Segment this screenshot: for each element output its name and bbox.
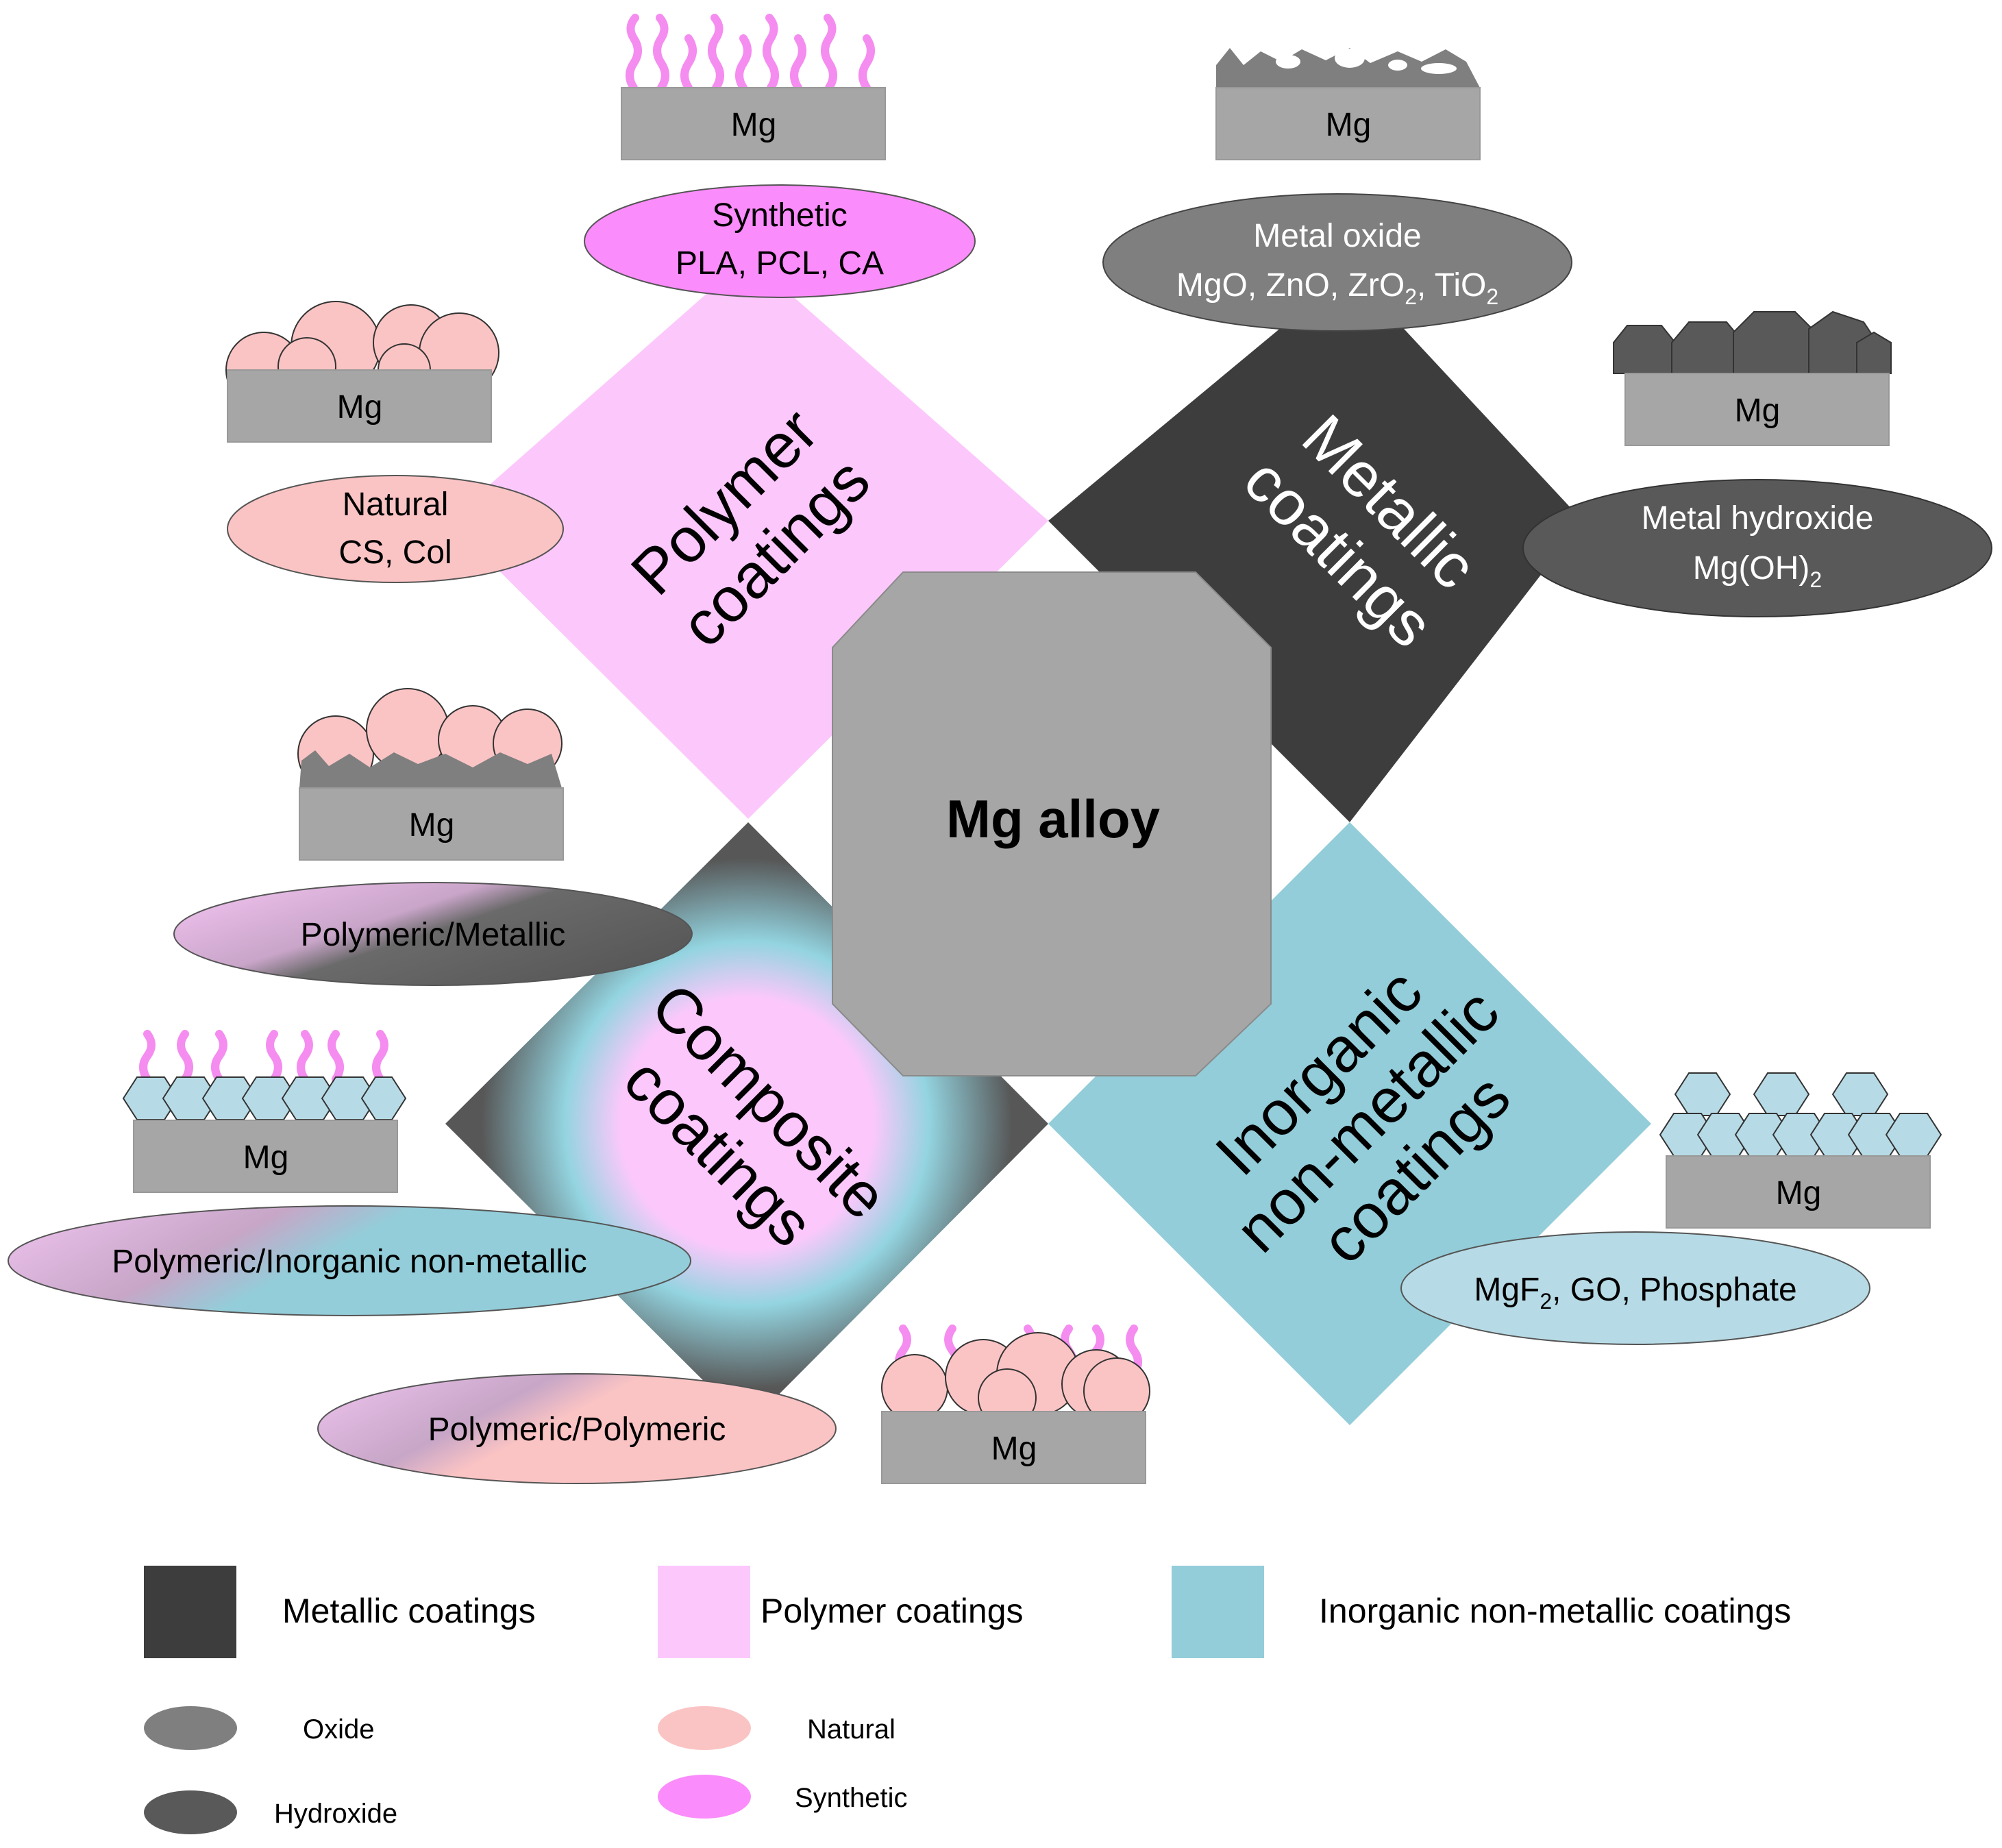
synthetic-title: Synthetic [712, 197, 847, 234]
inorganic-examples-ellipse: MgF2, GO, Phosphate [1400, 1231, 1870, 1345]
poly-inorganic-label: Polymeric/Inorganic non-metallic [112, 1244, 587, 1280]
metallic-diamond [1048, 271, 1583, 822]
substrate-label: Mg [409, 807, 455, 843]
natural-particle-icon [297, 688, 563, 792]
legend-swatch-polymer [658, 1566, 750, 1658]
natural-title: Natural [343, 486, 449, 523]
legend-item-synthetic: Synthetic [658, 1775, 908, 1819]
legend-swatch-metallic [144, 1566, 236, 1658]
legend: Metallic coatings Polymer coatings Inorg… [144, 1566, 1791, 1834]
legend-item-oxide: Oxide [144, 1706, 375, 1750]
legend-item-polymer: Polymer coatings [658, 1566, 1024, 1658]
legend-label-natural: Natural [807, 1714, 895, 1745]
substrate-metal-hydroxide: Mg [1613, 310, 1892, 446]
substrate-poly-poly: Mg [881, 1325, 1150, 1484]
legend-item-metallic: Metallic coatings [144, 1566, 536, 1658]
legend-swatch-natural [658, 1706, 751, 1750]
legend-item-hydroxide: Hydroxide [144, 1790, 397, 1834]
inorganic-hex-icon [122, 1076, 407, 1120]
metal-oxide-ellipse: Metal oxide MgO, ZnO, ZrO2, TiO2 [1102, 193, 1572, 332]
metal-oxide-examples: MgO, ZnO, ZrO2, TiO2 [1176, 267, 1498, 309]
center-label: Mg alloy [946, 789, 1160, 849]
legend-swatch-oxide [144, 1706, 237, 1750]
substrate-label: Mg [1326, 107, 1372, 143]
polymer-diamond [449, 257, 1048, 819]
substrate-poly-metallic: Mg [297, 688, 564, 861]
legend-label-polymer: Polymer coatings [761, 1592, 1024, 1630]
mg-alloy-octagon [832, 571, 1272, 1076]
poly-metallic-label: Polymeric/Metallic [301, 917, 566, 953]
legend-swatch-inorganic [1172, 1566, 1264, 1658]
legend-label-synthetic: Synthetic [795, 1783, 908, 1813]
inorganic-examples-text: MgF2, GO, Phosphate [1474, 1272, 1796, 1314]
substrate-label: Mg [337, 389, 383, 426]
legend-label-metallic: Metallic coatings [282, 1592, 536, 1630]
natural-particle-icon [881, 1332, 1150, 1427]
poly-metallic-ellipse: Polymeric/Metallic [173, 882, 693, 986]
substrate-poly-inorganic: Mg [122, 1030, 407, 1193]
inorganic-hex-icon [1659, 1072, 1942, 1157]
substrate-label: Mg [991, 1431, 1037, 1467]
substrate-label: Mg [1735, 393, 1781, 429]
synthetic-ellipse: Synthetic PLA, PCL, CA [584, 184, 976, 298]
substrate-natural-circles: Mg [225, 301, 499, 443]
polymer-chain-icon [139, 1030, 388, 1083]
substrate-label: Mg [1776, 1175, 1822, 1211]
legend-swatch-synthetic [658, 1775, 751, 1819]
substrate-label: Mg [731, 107, 777, 143]
polymer-chain-icon [626, 14, 875, 92]
poly-poly-ellipse: Polymeric/Polymeric [317, 1373, 837, 1484]
poly-poly-label: Polymeric/Polymeric [428, 1412, 726, 1448]
legend-label-oxide: Oxide [303, 1714, 375, 1745]
metal-hydroxide-examples: Mg(OH)2 [1693, 550, 1822, 592]
oxide-layer-icon [1216, 48, 1480, 88]
metal-hydroxide-title: Metal hydroxide [1642, 500, 1874, 537]
synthetic-examples: PLA, PCL, CA [676, 245, 884, 282]
legend-swatch-hydroxide [144, 1790, 237, 1834]
legend-item-inorganic: Inorganic non-metallic coatings [1172, 1566, 1791, 1658]
substrate-synthetic-chains: Mg [621, 14, 886, 160]
legend-item-natural: Natural [658, 1706, 895, 1750]
oxide-layer-icon [299, 750, 562, 788]
legend-label-hydroxide: Hydroxide [274, 1799, 397, 1829]
natural-examples: CS, Col [338, 534, 452, 571]
substrate-inorganic: Mg [1659, 1072, 1942, 1229]
legend-label-inorganic: Inorganic non-metallic coatings [1319, 1592, 1791, 1630]
metal-oxide-title: Metal oxide [1253, 218, 1421, 254]
metal-hydroxide-ellipse: Metal hydroxide Mg(OH)2 [1522, 479, 1992, 617]
substrate-label: Mg [243, 1139, 289, 1176]
hydroxide-crystal-icon [1613, 310, 1892, 374]
natural-ellipse: Natural CS, Col [227, 475, 564, 583]
poly-inorganic-ellipse: Polymeric/Inorganic non-metallic [8, 1205, 691, 1316]
substrate-metal-oxide: Mg [1215, 48, 1481, 160]
